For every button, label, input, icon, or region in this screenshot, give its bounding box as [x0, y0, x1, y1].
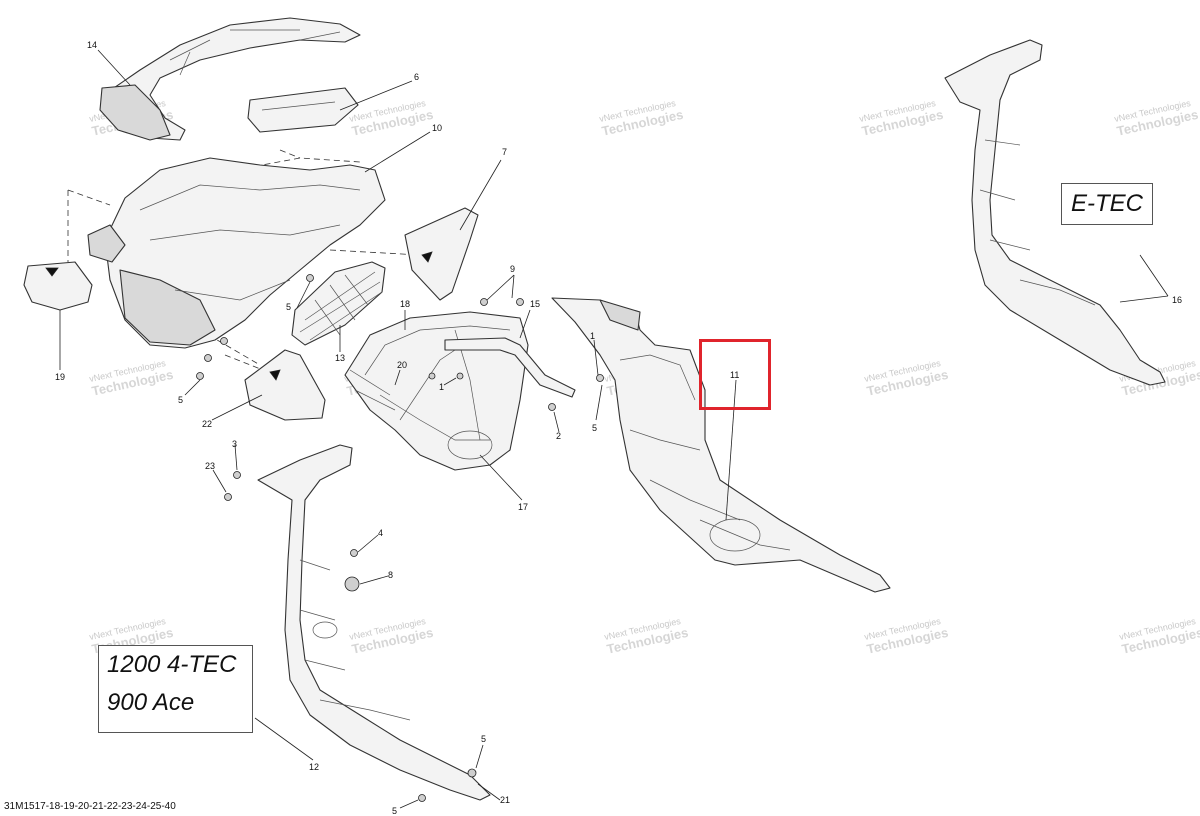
callout-5: 5 — [481, 734, 486, 744]
fastener — [418, 794, 426, 802]
fastener — [596, 374, 604, 382]
callouts: 14 6 10 7 19 5 5 13 22 18 20 1 9 15 2 1 … — [55, 40, 1182, 816]
model-label-1200-4tec: 1200 4-TEC — [107, 651, 237, 678]
callout-11: 11 — [730, 370, 739, 380]
diagram-code: 31M1517-18-19-20-21-22-23-24-25-40 — [4, 801, 176, 812]
model-label-900-ace: 900 Ace — [107, 689, 195, 716]
callout-17: 17 — [518, 502, 528, 512]
callout-7: 7 — [502, 147, 507, 157]
part-15-rod — [444, 337, 576, 398]
part-10-console — [87, 157, 386, 349]
callout-21: 21 — [500, 795, 510, 805]
fastener — [548, 403, 556, 411]
fasteners — [196, 274, 604, 802]
callout-3: 3 — [232, 439, 237, 449]
fastener — [456, 372, 464, 380]
callout-4: 4 — [378, 528, 383, 538]
callout-22: 22 — [202, 419, 212, 429]
callout-12: 12 — [309, 762, 319, 772]
fastener — [220, 337, 228, 345]
part-7-triangle-panel — [404, 207, 479, 301]
fastener — [467, 768, 477, 778]
callout-18: 18 — [400, 299, 410, 309]
part-18-frame — [344, 311, 529, 471]
callout-10: 10 — [432, 123, 442, 133]
fastener — [350, 549, 358, 557]
callout-14: 14 — [87, 40, 97, 50]
fastener — [306, 274, 314, 282]
callout-1: 1 — [439, 382, 444, 392]
model-label-etec: E-TEC — [1061, 183, 1153, 225]
highlight-box-callout-11[interactable] — [699, 339, 771, 410]
callout-16: 16 — [1172, 295, 1182, 305]
callout-5: 5 — [286, 302, 291, 312]
part-12-side-panel — [257, 444, 491, 801]
part-14-upper-cowl — [99, 17, 361, 141]
part-6-panel — [247, 87, 359, 133]
part-19-side-panel — [23, 261, 93, 311]
fastener — [196, 372, 204, 380]
callout-8: 8 — [388, 570, 393, 580]
grommet — [344, 576, 360, 592]
leader-lines — [59, 49, 1169, 809]
model-label-box: 1200 4-TEC 900 Ace — [98, 645, 253, 733]
fastener — [516, 298, 524, 306]
fastener — [233, 471, 241, 479]
callout-5: 5 — [592, 423, 597, 433]
part-11-side-panel — [551, 297, 891, 593]
callout-20: 20 — [397, 360, 407, 370]
callout-13: 13 — [335, 353, 345, 363]
callout-2: 2 — [556, 431, 561, 441]
fastener — [204, 354, 212, 362]
part-16-side-panel — [944, 39, 1166, 386]
callout-1: 1 — [590, 331, 595, 341]
callout-15: 15 — [530, 299, 540, 309]
callout-23: 23 — [205, 461, 215, 471]
fastener — [480, 298, 488, 306]
callout-5: 5 — [392, 806, 397, 816]
callout-19: 19 — [55, 372, 65, 382]
fastener — [224, 493, 232, 501]
callout-5: 5 — [178, 395, 183, 405]
callout-6: 6 — [414, 72, 419, 82]
part-22-lower-panel — [244, 349, 326, 421]
callout-9: 9 — [510, 264, 515, 274]
fastener — [428, 372, 436, 380]
part-13-grille — [291, 261, 386, 346]
